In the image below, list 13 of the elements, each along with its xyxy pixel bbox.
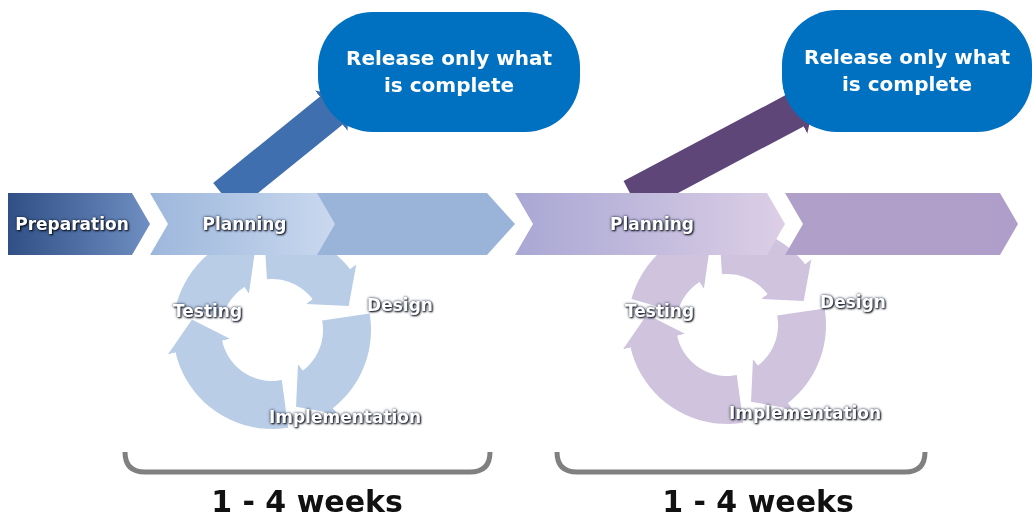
duration-label: 1 - 4 weeks — [661, 484, 855, 519]
process-chevron: Planning — [150, 193, 335, 255]
step-label: Implementation — [715, 398, 895, 428]
process-chevron: Preparation — [8, 193, 150, 255]
callout-bubble: Release only what is complete — [318, 12, 580, 132]
step-label: Implementation — [255, 402, 435, 432]
process-chevron: Planning — [515, 193, 785, 255]
duration-label: 1 - 4 weeks — [210, 484, 404, 519]
callout-bubble: Release only what is complete — [782, 10, 1032, 132]
step-label: Design — [810, 288, 896, 316]
step-label: Testing — [612, 296, 707, 326]
step-label: Testing — [160, 296, 255, 326]
step-label: Design — [350, 290, 450, 320]
